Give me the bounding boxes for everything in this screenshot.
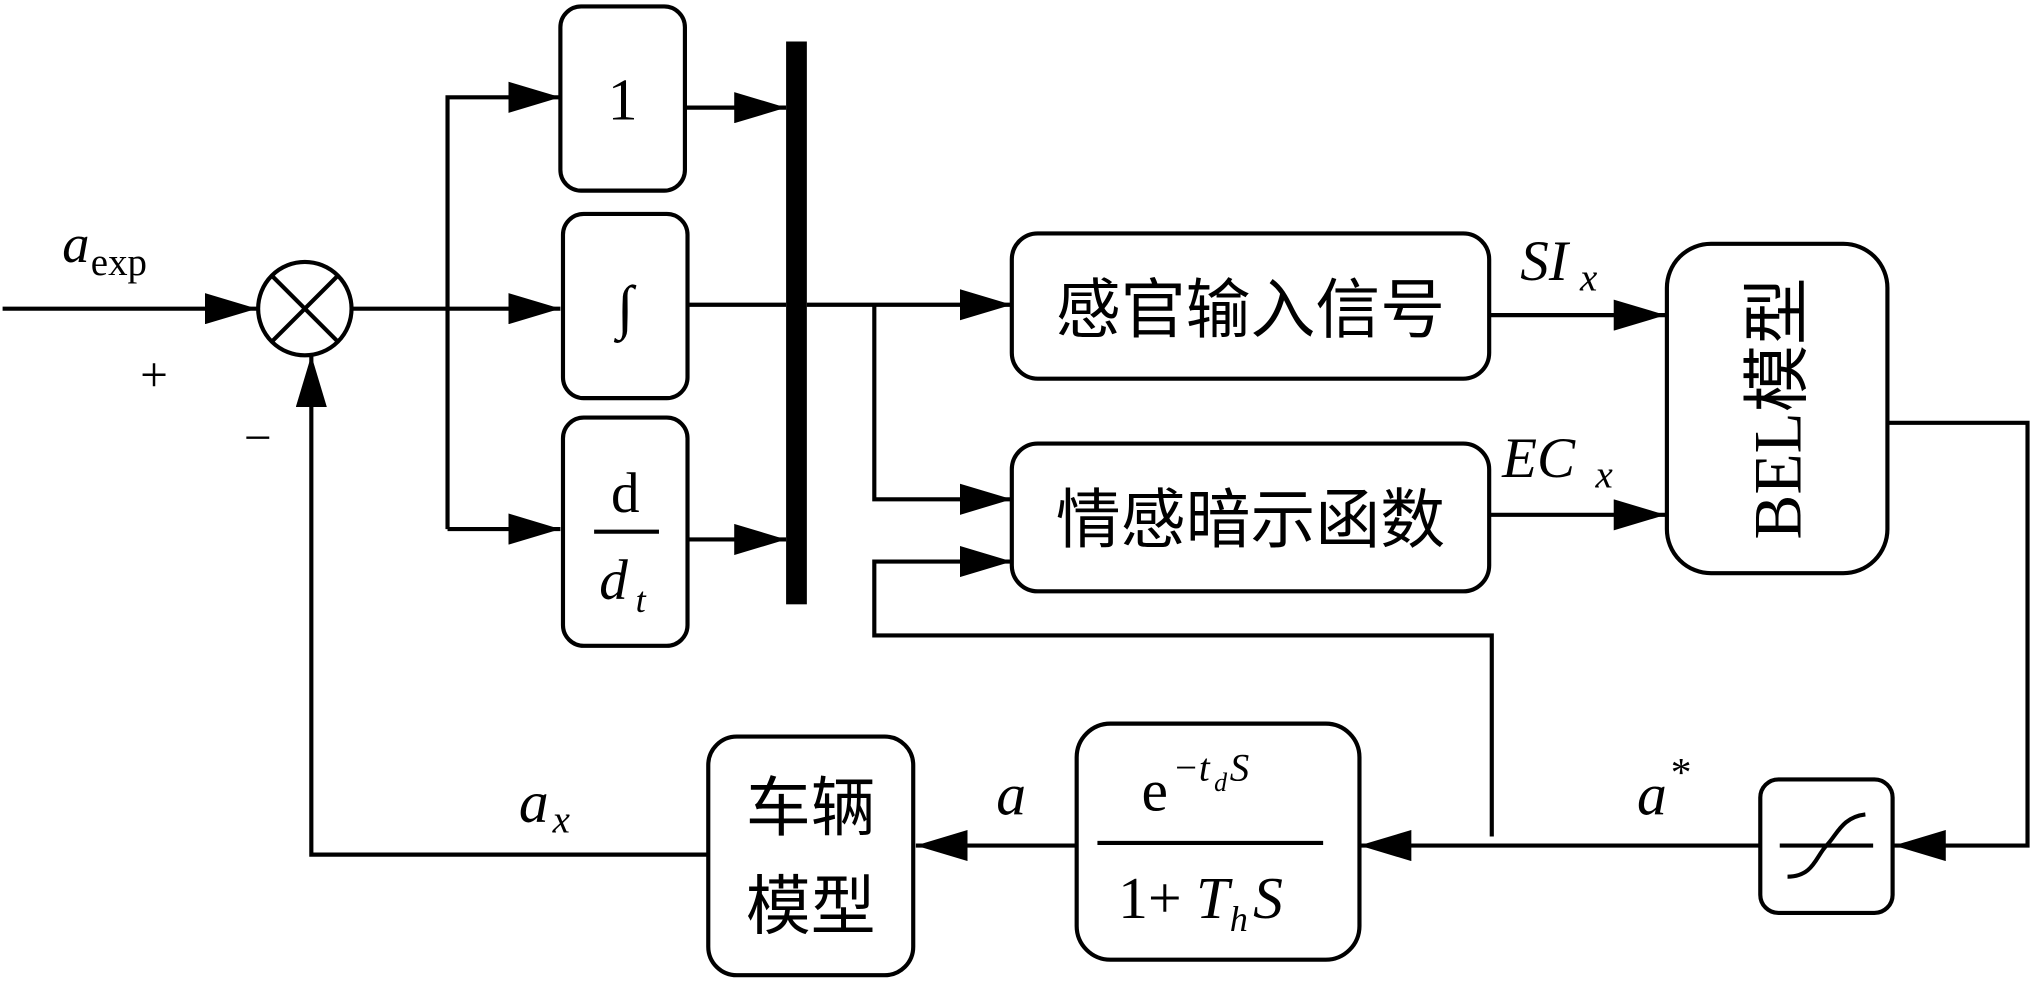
vehicle-model-line2: 模型 [746,870,876,945]
branch-line [445,81,561,530]
integral-label: ∫ [613,274,637,343]
derivative-num: d [611,462,640,525]
tf-num-exp: −t [1173,747,1211,790]
ec-label: EC [1501,427,1576,490]
input-label-sub: exp [91,241,147,284]
ec-label-sub: x [1595,454,1613,497]
a-star-label: a [1637,761,1667,827]
tf-num-exp-tail: S [1230,747,1249,790]
a-star-sup: * [1671,749,1692,795]
tf-den-lead: 1+ [1118,865,1181,931]
derivative-den: d [599,549,628,612]
tf-num-exp-sub: d [1214,768,1228,797]
si-label-sub: x [1579,256,1597,299]
tf-den-T-sub: h [1230,899,1248,939]
a-star-feedback-line [872,545,1494,837]
proportional-label: 1 [608,66,638,132]
emotional-cue-label: 情感暗示函数 [1056,483,1445,558]
plus-sign: + [140,348,168,403]
minus-sign: − [244,410,272,465]
input-label: a [62,213,89,274]
saturation-curve-icon [1779,812,1874,879]
sensory-input-block [1009,231,1492,381]
ax-label-sub: x [552,799,570,842]
si-label: SI [1520,230,1571,293]
tf-den-T: T [1196,865,1233,931]
proportional-block [558,4,687,193]
bel-out-line [1887,420,2030,862]
vehicle-model-line1: 车辆 [746,771,876,846]
mux-bar [786,41,807,605]
derivative-den-sub: t [636,580,647,620]
sensory-input-label: 感官输入信号 [1056,273,1445,348]
tf-den-tail: S [1253,865,1283,931]
a-label: a [996,761,1026,827]
summing-junction-icon [256,259,354,358]
bel-model-block [1664,241,1890,576]
tf-num-base: e [1142,758,1168,824]
emotional-cue-block [1009,441,1492,594]
mux-branch-line [872,304,1012,515]
ax-label: a [519,769,549,835]
ax-feedback-line [295,355,709,857]
bel-model-label: BEL模型 [1740,277,1815,539]
